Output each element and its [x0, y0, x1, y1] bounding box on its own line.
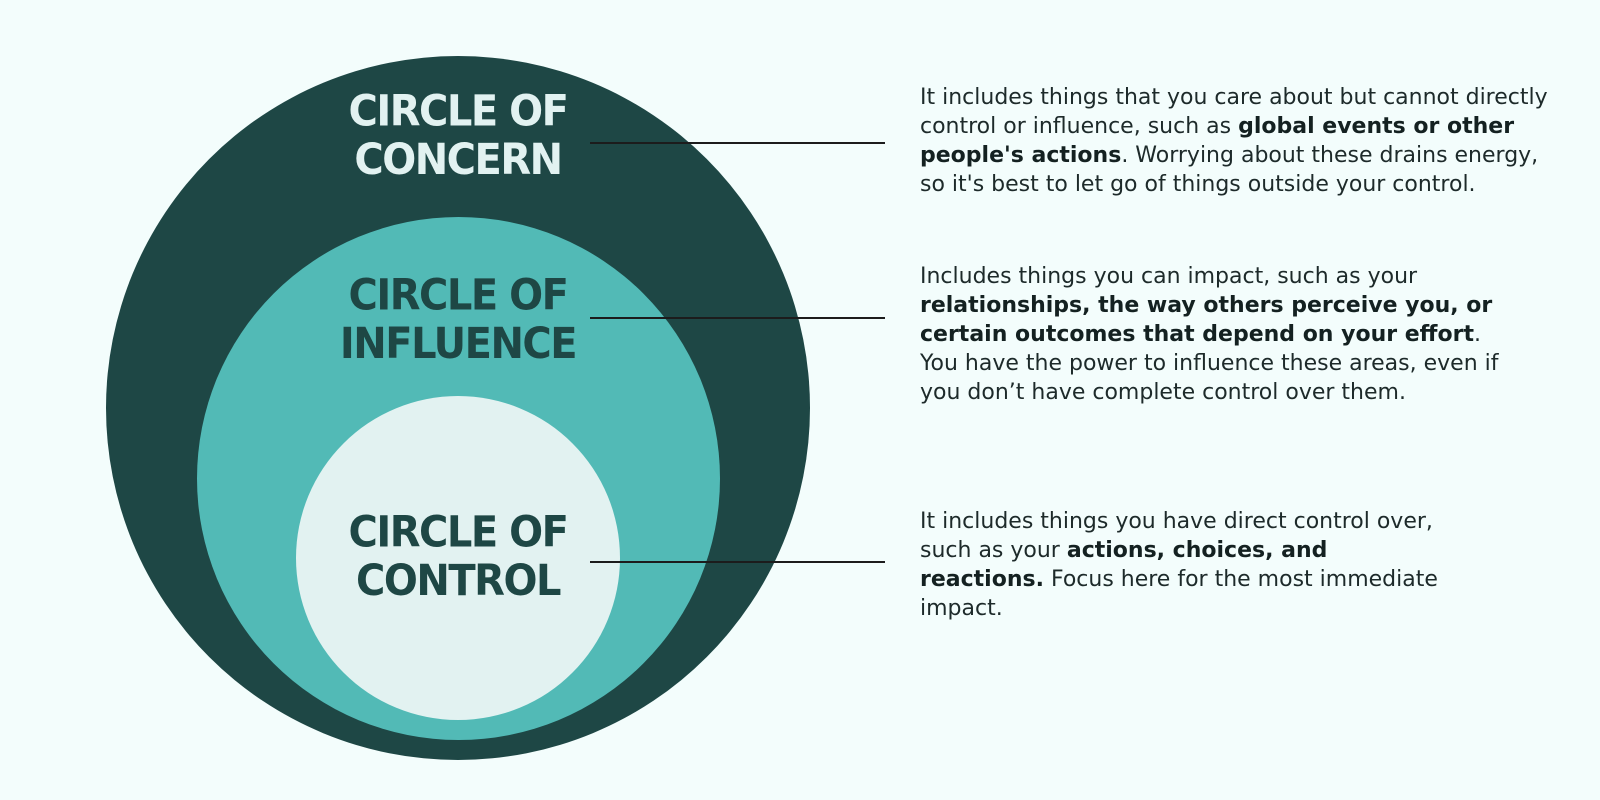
control-description: It includes things you have direct contr…: [920, 507, 1440, 623]
title-line: INFLUENCE: [339, 320, 578, 369]
circle-of-control-title: CIRCLE OF CONTROL: [308, 508, 608, 606]
circle-of-influence-title: CIRCLE OF INFLUENCE: [308, 271, 608, 369]
desc-segment: Includes things you can impact, such as …: [920, 264, 1418, 289]
desc-segment: It includes things you have direct contr…: [920, 509, 1433, 563]
circle-of-control-shape: [296, 396, 620, 720]
title-line: CIRCLE OF: [348, 271, 569, 320]
desc-segment-bold: relationships, the way others perceive y…: [920, 293, 1493, 347]
desc-segment-bold: actions, choices, and reactions.: [920, 538, 1328, 592]
title-line: CIRCLE OF: [348, 508, 569, 557]
circle-of-concern-title: CIRCLE OF CONCERN: [308, 87, 608, 185]
title-line: CIRCLE OF: [348, 87, 569, 136]
desc-segment: . Worrying about these drains energy, so…: [920, 143, 1539, 197]
control-connector-line: [590, 561, 885, 563]
influence-description: Includes things you can impact, such as …: [920, 262, 1520, 407]
desc-segment: It includes things that you care about b…: [920, 85, 1548, 139]
influence-connector-line: [590, 317, 885, 319]
title-line: CONTROL: [356, 557, 561, 606]
desc-segment: . You have the power to influence these …: [920, 322, 1499, 405]
desc-segment-bold: global events or other people's actions: [920, 114, 1515, 168]
concern-description: It includes things that you care about b…: [920, 83, 1570, 199]
concern-connector-line: [590, 142, 885, 144]
title-line: CONCERN: [354, 136, 563, 185]
desc-segment: Focus here for the most immediate impact…: [920, 567, 1438, 621]
